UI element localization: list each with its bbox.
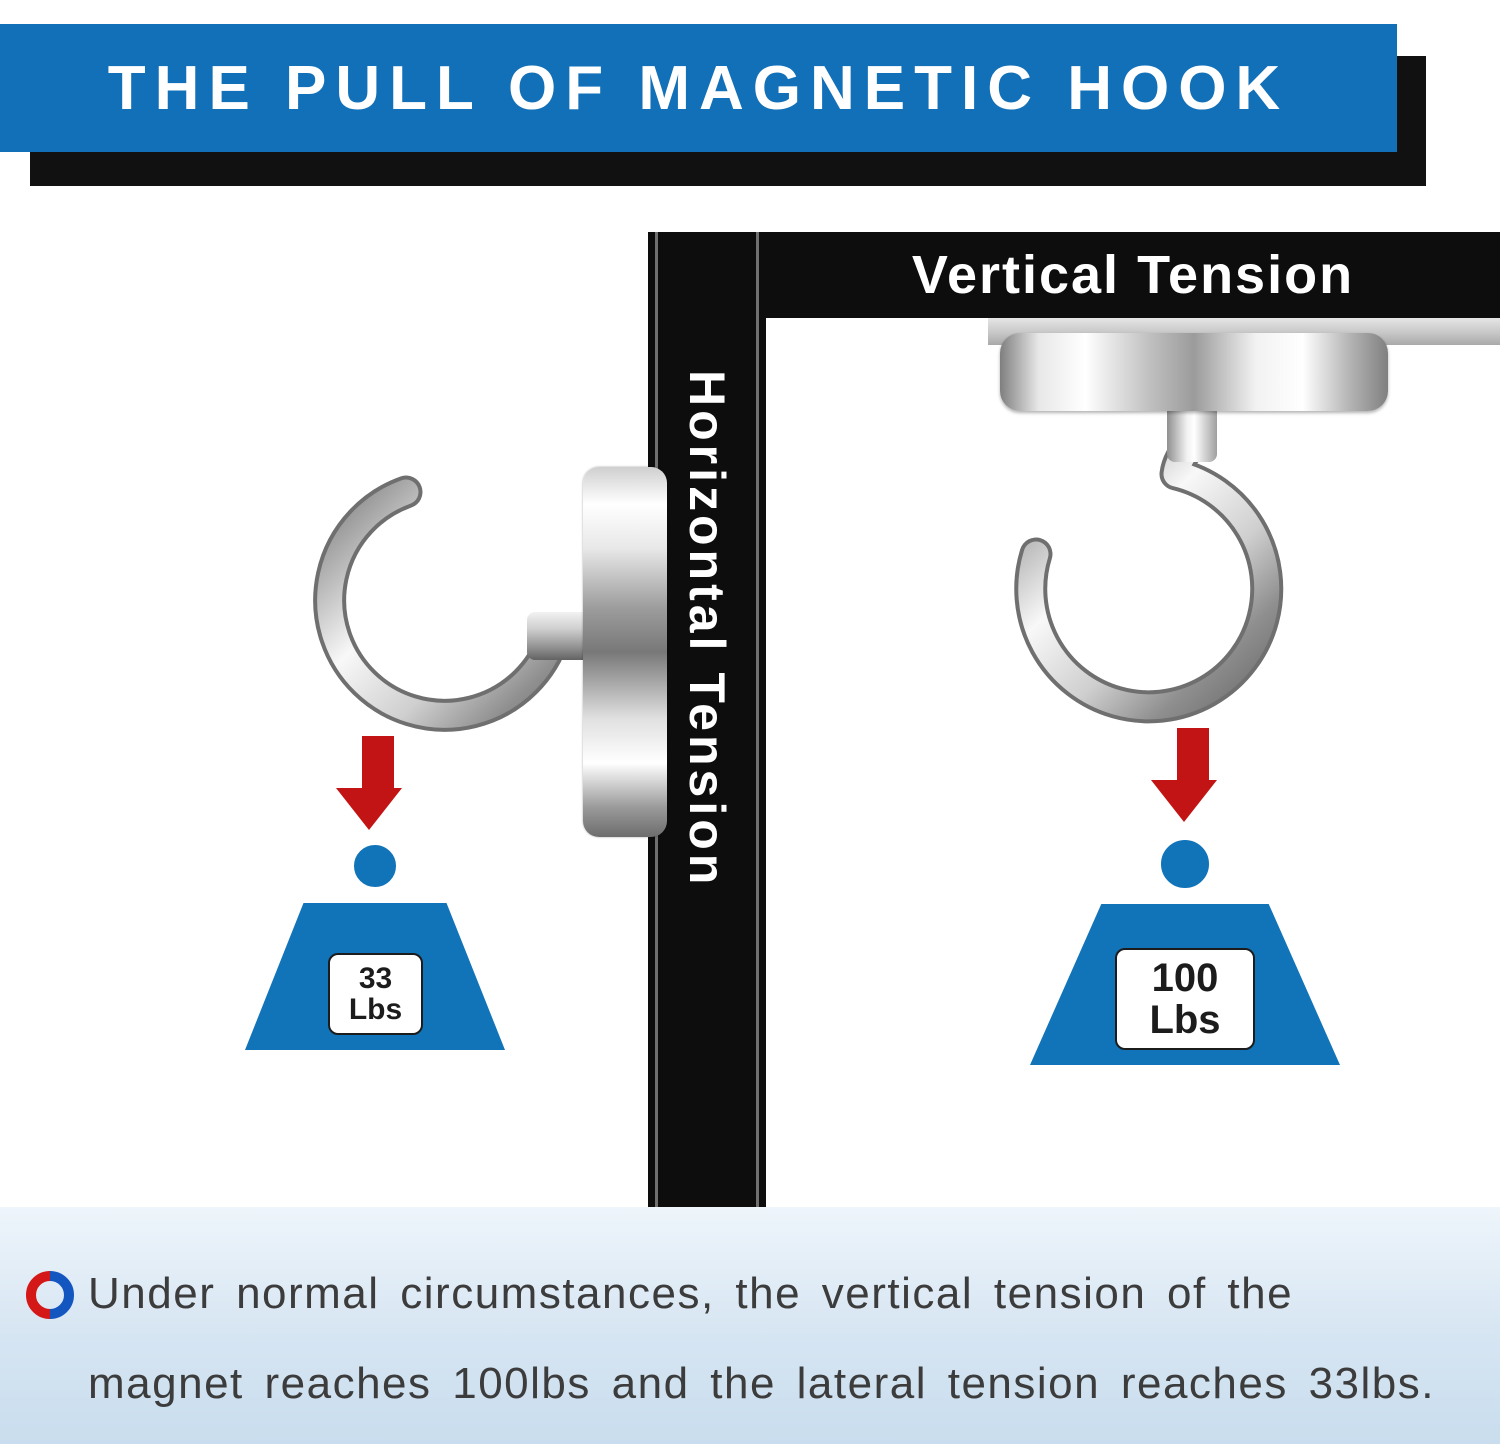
arrow-head <box>336 788 402 830</box>
right-magnet-disc <box>1000 333 1388 411</box>
arrow-head <box>1151 780 1217 822</box>
footer-text-line2: magnet reaches 100lbs and the lateral te… <box>88 1359 1435 1408</box>
vertical-tension-label: Vertical Tension <box>911 245 1355 305</box>
page-title: THE PULL OF MAGNETIC HOOK <box>107 53 1290 123</box>
magnet-icon <box>26 1271 74 1319</box>
weight-unit: Lbs <box>1149 998 1221 1042</box>
weight-ring <box>354 845 396 887</box>
weight-value: 33 <box>358 961 393 995</box>
banner: THE PULL OF MAGNETIC HOOK <box>0 24 1397 152</box>
weight-100lbs: 100 Lbs <box>1030 840 1340 1065</box>
weight-value: 100 <box>1151 956 1219 1000</box>
arrow-shaft <box>1176 728 1209 780</box>
arrow-shaft <box>361 736 394 788</box>
left-hook-stem <box>527 612 587 660</box>
left-hook-wire-icon <box>313 475 571 732</box>
right-hook-wire-icon <box>1014 426 1284 724</box>
down-arrow-icon <box>336 736 402 830</box>
wall-edge-highlight <box>756 232 759 1208</box>
left-magnet-disc <box>583 467 667 837</box>
down-arrow-icon <box>1151 728 1217 822</box>
weight-33lbs: 33 Lbs <box>245 845 505 1050</box>
weight-unit: Lbs <box>348 993 403 1026</box>
weight-label: 100 Lbs <box>1115 948 1255 1050</box>
wall-bar: Horizontal Tension <box>648 232 766 1208</box>
horizontal-tension-label: Horizontal Tension <box>679 370 735 889</box>
right-hook-stem <box>1167 408 1217 462</box>
footer-text-line1: Under normal circumstances, the vertical… <box>88 1269 1294 1318</box>
footer-panel: Under normal circumstances, the vertical… <box>0 1207 1500 1444</box>
ceiling-bar: Vertical Tension <box>766 232 1500 318</box>
weight-label: 33 Lbs <box>328 953 423 1035</box>
weight-ring <box>1161 840 1209 888</box>
